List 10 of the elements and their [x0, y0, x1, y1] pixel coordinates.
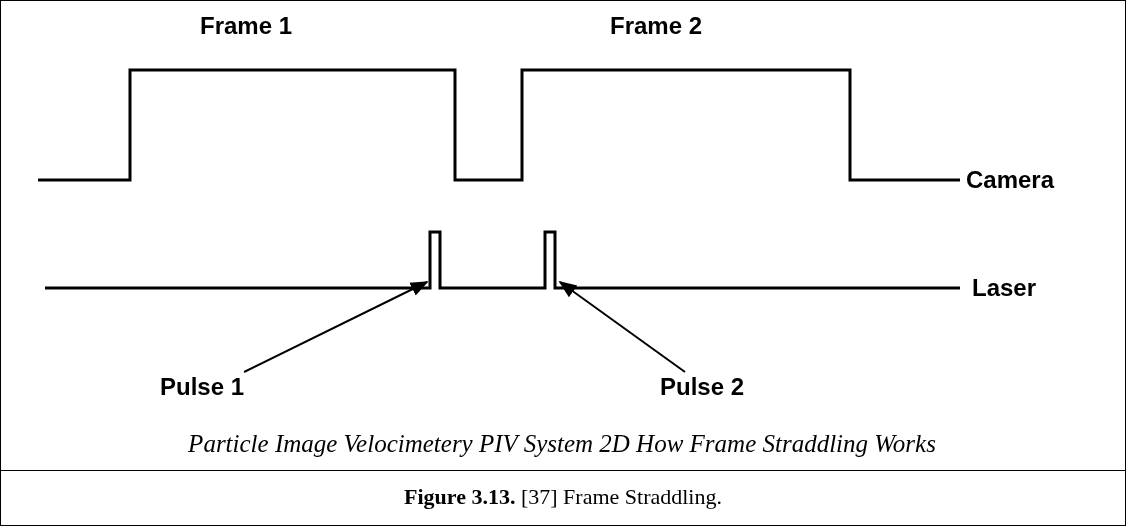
signal-label: Camera	[966, 166, 1055, 194]
arrow	[558, 280, 686, 373]
source-note: Particle Image Velocimetery PIV System 2D How Frame Straddling Works	[188, 430, 936, 457]
figure-caption: Figure 3.13. [37] Frame Straddling.	[404, 484, 722, 509]
arrow	[243, 281, 429, 373]
signal-label: Laser	[972, 274, 1037, 302]
pulse-label: Pulse 1	[160, 372, 245, 402]
frame-label: Frame 1	[200, 12, 293, 40]
frame-label: Frame 2	[610, 12, 703, 40]
pulse-label: Pulse 2	[660, 372, 745, 402]
